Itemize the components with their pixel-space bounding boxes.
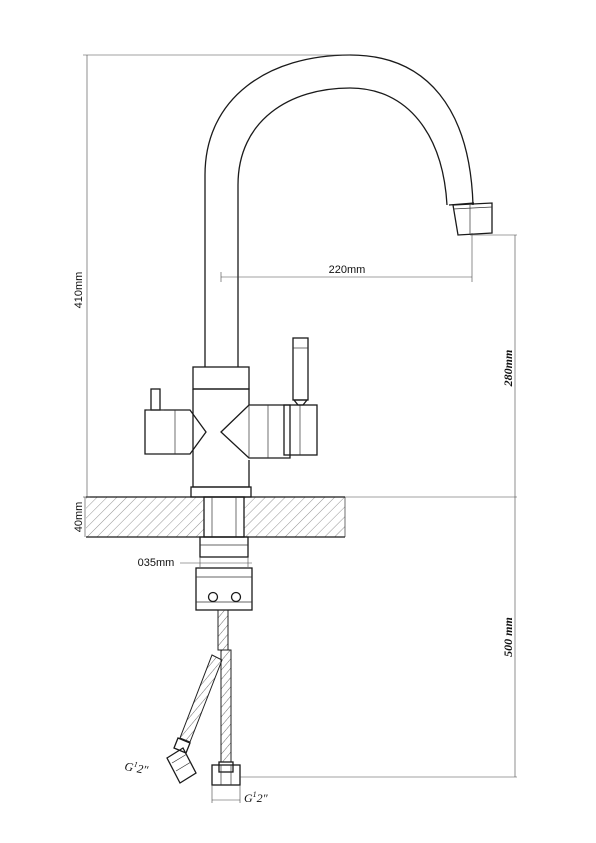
label-connection-right: G12″ bbox=[244, 790, 269, 805]
label-hole-diameter: 035mm bbox=[138, 557, 175, 569]
supply-hoses bbox=[179, 609, 232, 763]
label-height-total: 410mm bbox=[73, 272, 85, 309]
label-spout-height: 280mm bbox=[501, 350, 515, 388]
faucet-spout bbox=[204, 54, 493, 367]
label-counter-thickness: 40mm bbox=[73, 502, 85, 533]
label-connection-left: G12″ bbox=[123, 758, 150, 777]
mounting-shank bbox=[195, 496, 253, 611]
hose-fitting-right bbox=[211, 761, 241, 786]
faucet-body bbox=[144, 337, 318, 498]
label-spout-reach: 220mm bbox=[329, 264, 366, 276]
dimension-labels: 410mm 40mm 220mm 280mm 035mm 500 mm G12″… bbox=[73, 264, 515, 805]
label-hose-length: 500 mm bbox=[501, 617, 515, 657]
countertop bbox=[86, 496, 346, 538]
dimension-lines bbox=[83, 54, 517, 803]
hose-fitting-left bbox=[166, 737, 197, 784]
